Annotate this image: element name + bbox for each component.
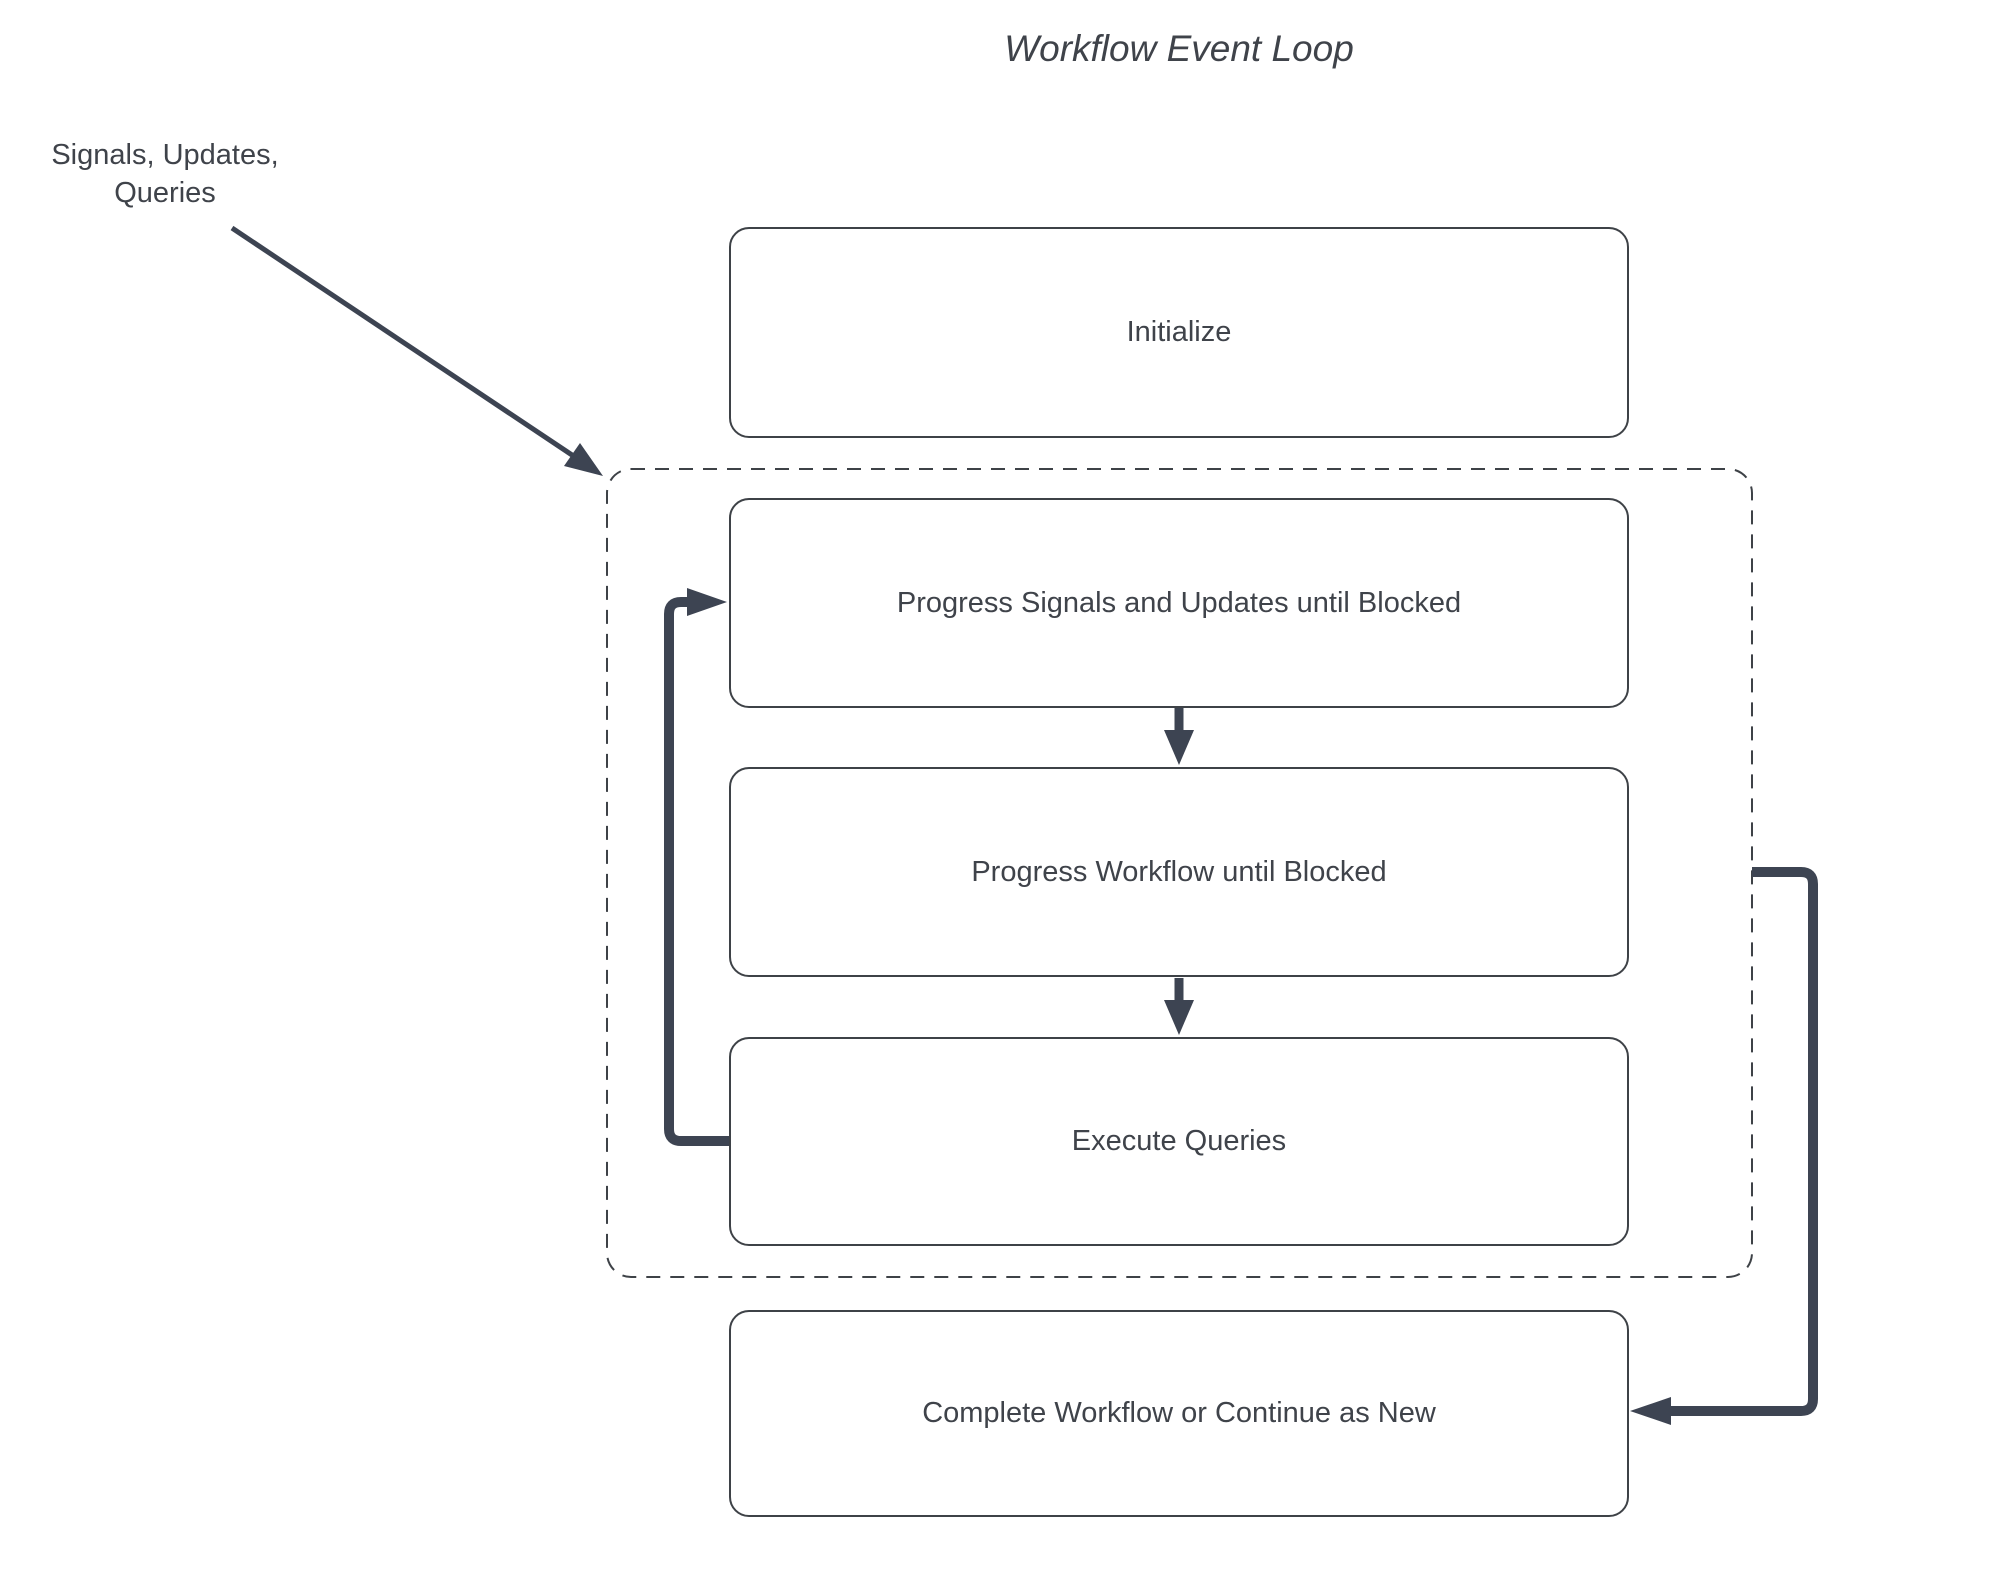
node-complete-workflow: Complete Workflow or Continue as New	[729, 1310, 1629, 1517]
edge-group-to-complete-arrowhead	[1630, 1397, 1671, 1425]
diagram-title: Workflow Event Loop	[1004, 28, 1354, 69]
node-initialize: Initialize	[729, 227, 1629, 438]
edge-signals-to-group-arrowhead	[564, 443, 603, 476]
edge-group-to-complete	[1671, 867, 1818, 1416]
node-progress-workflow: Progress Workflow until Blocked	[729, 767, 1629, 977]
node-initialize-label: Initialize	[1126, 316, 1232, 348]
node-execute-queries-label: Execute Queries	[1071, 1125, 1287, 1157]
edge-signals-to-group	[230, 225, 580, 462]
node-progress-workflow-label: Progress Workflow until Blocked	[971, 855, 1387, 888]
edge-progress-workflow-to-execute-queries-arrowhead	[1164, 1000, 1194, 1035]
node-progress-signals-and-updates: Progress Signals and Updates until Block…	[729, 498, 1629, 708]
edge-execute-queries-to-progress-signals-arrowhead	[687, 588, 727, 616]
signals-updates-queries-label: Signals, Updates, Queries	[20, 136, 310, 212]
edge-progress-signals-to-progress-workflow-arrowhead	[1164, 730, 1194, 765]
signals-updates-queries-label-line2: Queries	[114, 177, 216, 209]
node-execute-queries: Execute Queries	[729, 1037, 1629, 1246]
node-complete-workflow-label: Complete Workflow or Continue as New	[922, 1397, 1436, 1429]
node-progress-signals-and-updates-label: Progress Signals and Updates until Block…	[896, 586, 1462, 619]
signals-updates-queries-label-line1: Signals, Updates,	[51, 139, 279, 171]
edge-execute-queries-to-progress-signals	[664, 597, 729, 1146]
